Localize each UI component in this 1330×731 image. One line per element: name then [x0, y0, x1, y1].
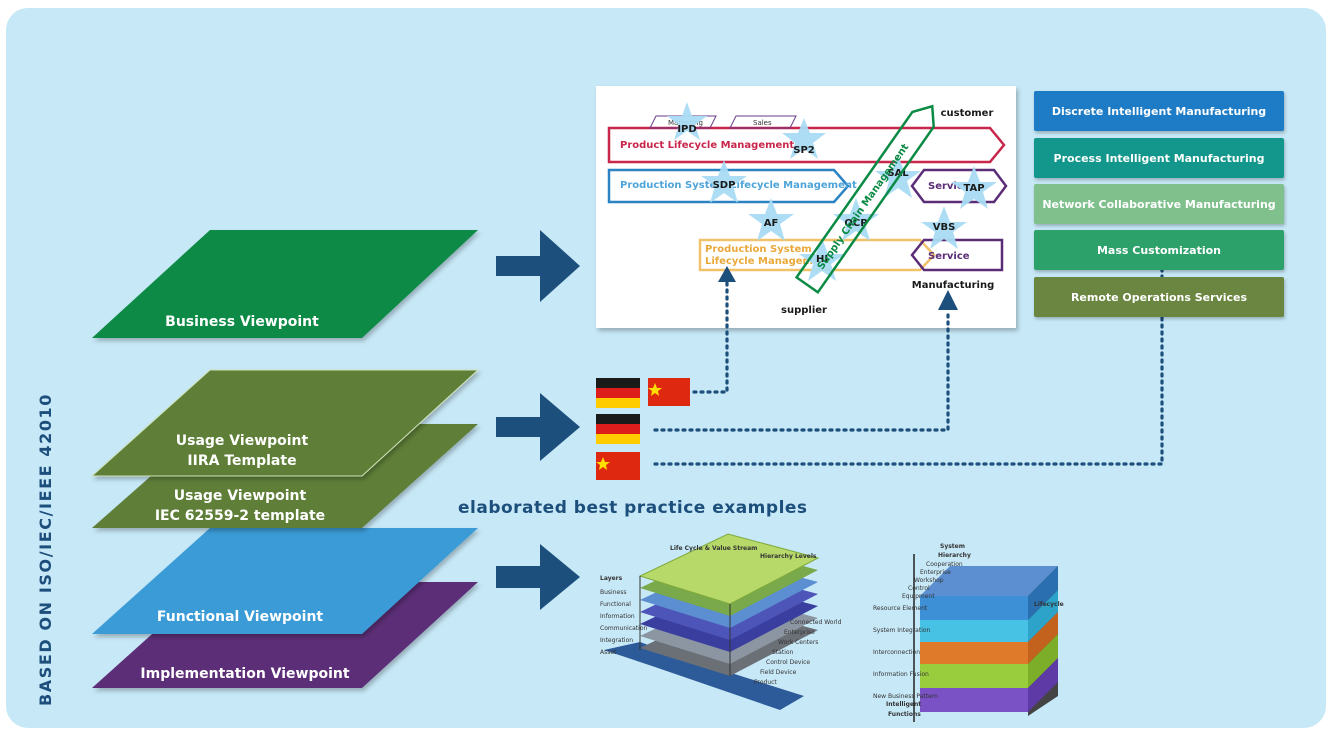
flag-germany-1 [596, 378, 640, 408]
cube-row-3: Information Fusion [873, 671, 929, 678]
business-viewpoint-layer: Business Viewpoint [92, 230, 478, 338]
business-viewpoint-label: Business Viewpoint [165, 314, 319, 330]
arrow-business [496, 230, 580, 302]
usage-iec-label-1: Usage Viewpoint [174, 488, 307, 504]
cube-row-2: Interconnection [873, 649, 920, 656]
connector-1 [692, 280, 729, 394]
cube-sys-hier-2: Hierarchy [938, 552, 971, 559]
rami-layers-title: Layers [600, 575, 623, 582]
rami-hier-2: Work Centers [778, 639, 818, 646]
star-label-sp2: SP2 [793, 145, 815, 156]
rami-layer-1: Functional [600, 601, 631, 608]
sales-label: Sales [753, 119, 772, 127]
rami-hier-3: Station [772, 649, 794, 656]
rami-hier-6: Product [754, 679, 777, 686]
pslm-label: Production System Lifecycle Management [620, 180, 857, 191]
customer-label: customer [941, 108, 994, 119]
cube-row-0: Resource Element [873, 605, 928, 612]
functional-viewpoint-label: Functional Viewpoint [157, 609, 324, 625]
implementation-viewpoint-label: Implementation Viewpoint [140, 666, 349, 682]
rami-hier-1: Enterprise [784, 629, 815, 636]
star-label-tap: TAP [963, 183, 984, 194]
star-af [748, 198, 794, 241]
service-label-1: Service [928, 181, 970, 192]
usage-iira-label-1: Usage Viewpoint [176, 433, 309, 449]
rami-layer-2: Information [600, 613, 635, 620]
flag-china-1 [648, 378, 690, 406]
star-vbs [921, 206, 967, 249]
best-practice-caption: elaborated best practice examples [458, 498, 808, 518]
scenario-remote-ops[interactable]: Remote Operations Services [1034, 277, 1284, 317]
arrows [496, 230, 580, 610]
star-label-vbs: VBS [933, 222, 956, 233]
star-sp2 [782, 118, 826, 159]
connectors [653, 248, 1164, 466]
cube-top-4: Equipment [902, 593, 935, 600]
star-ocp [833, 198, 879, 241]
rami-hier-4: Control Device [766, 659, 810, 666]
business-map: Product Lifecycle Management Marketing S… [596, 86, 1016, 328]
usage-iira-viewpoint-layer: Usage Viewpoint IIRA Template [90, 369, 480, 477]
star-label-sal: SAL [887, 168, 909, 179]
rami-model: Life Cycle & Value Stream Hierarchy Leve… [600, 533, 842, 710]
arrow-usage [496, 393, 580, 461]
star-label-af: AF [764, 218, 779, 229]
cube-top-2: Workshop [914, 577, 944, 584]
rami-layer-5: Asset [600, 649, 617, 656]
rami-layer-3: Communication [600, 625, 647, 632]
star-label-ipd: IPD [677, 124, 696, 135]
iso-standard-label: BASED ON ISO/IEC/IEEE 42010 [36, 392, 55, 706]
arrow-functional [496, 544, 580, 610]
star-hi [799, 238, 845, 281]
cube-functions-2: Functions [888, 711, 921, 718]
connector-2 [653, 308, 950, 432]
star-label-hi: HI [816, 254, 828, 265]
cube-top-1: Enterprise [920, 569, 951, 576]
functional-viewpoint-layer: Functional Viewpoint [92, 528, 478, 634]
rami-hier-0: Connected World [790, 619, 842, 626]
cube-lifecycle: Lifecycle [1034, 601, 1064, 608]
rami-layers [638, 533, 820, 676]
cube-top-0: Cooperation [926, 561, 963, 568]
cube-functions-1: Intelligent [886, 701, 921, 708]
rami-hier: Hierarchy Levels [760, 553, 817, 560]
rami-layer-0: Business [600, 589, 626, 596]
rami-layer-4: Integration [600, 637, 633, 644]
usage-iec-label-2: IEC 62559-2 template [155, 508, 325, 524]
flag-china-2 [596, 452, 640, 480]
scenario-network[interactable]: Network Collaborative Manufacturing [1034, 184, 1284, 224]
cube-row-4: New Business Pattern [873, 693, 938, 700]
rami-title: Life Cycle & Value Stream [670, 545, 757, 552]
connector-3 [653, 248, 1164, 466]
scenario-process[interactable]: Process Intelligent Manufacturing [1034, 138, 1284, 178]
star-ipd [667, 102, 707, 140]
im-cube: System Hierarchy Lifecycle Intelligent F… [873, 543, 1064, 722]
star-label-ocp: OCP [844, 218, 867, 229]
pslm2-label-2: Lifecycle Management [705, 256, 832, 267]
star-tap [951, 166, 997, 209]
star-sdp [701, 160, 747, 203]
cube-top-3: Control [908, 585, 930, 592]
cube-sys-hier-1: System [940, 543, 965, 550]
scenario-discrete[interactable]: Discrete Intelligent Manufacturing [1034, 91, 1284, 131]
scenario-mass-customization[interactable]: Mass Customization [1034, 230, 1284, 270]
rami-hier-5: Field Device [760, 669, 797, 676]
plm-label: Product Lifecycle Management [620, 140, 794, 151]
pslm2-label-1: Production System [705, 244, 812, 255]
star-label-sdp: SDP [713, 180, 736, 191]
cube-row-1: System Integration [873, 627, 931, 634]
usage-iira-label-2: IIRA Template [187, 453, 296, 469]
flag-germany-2 [596, 414, 640, 444]
service-label-2: Service [928, 251, 970, 262]
supplier-label: supplier [781, 305, 827, 316]
manufacturing-label: Manufacturing [912, 280, 995, 291]
